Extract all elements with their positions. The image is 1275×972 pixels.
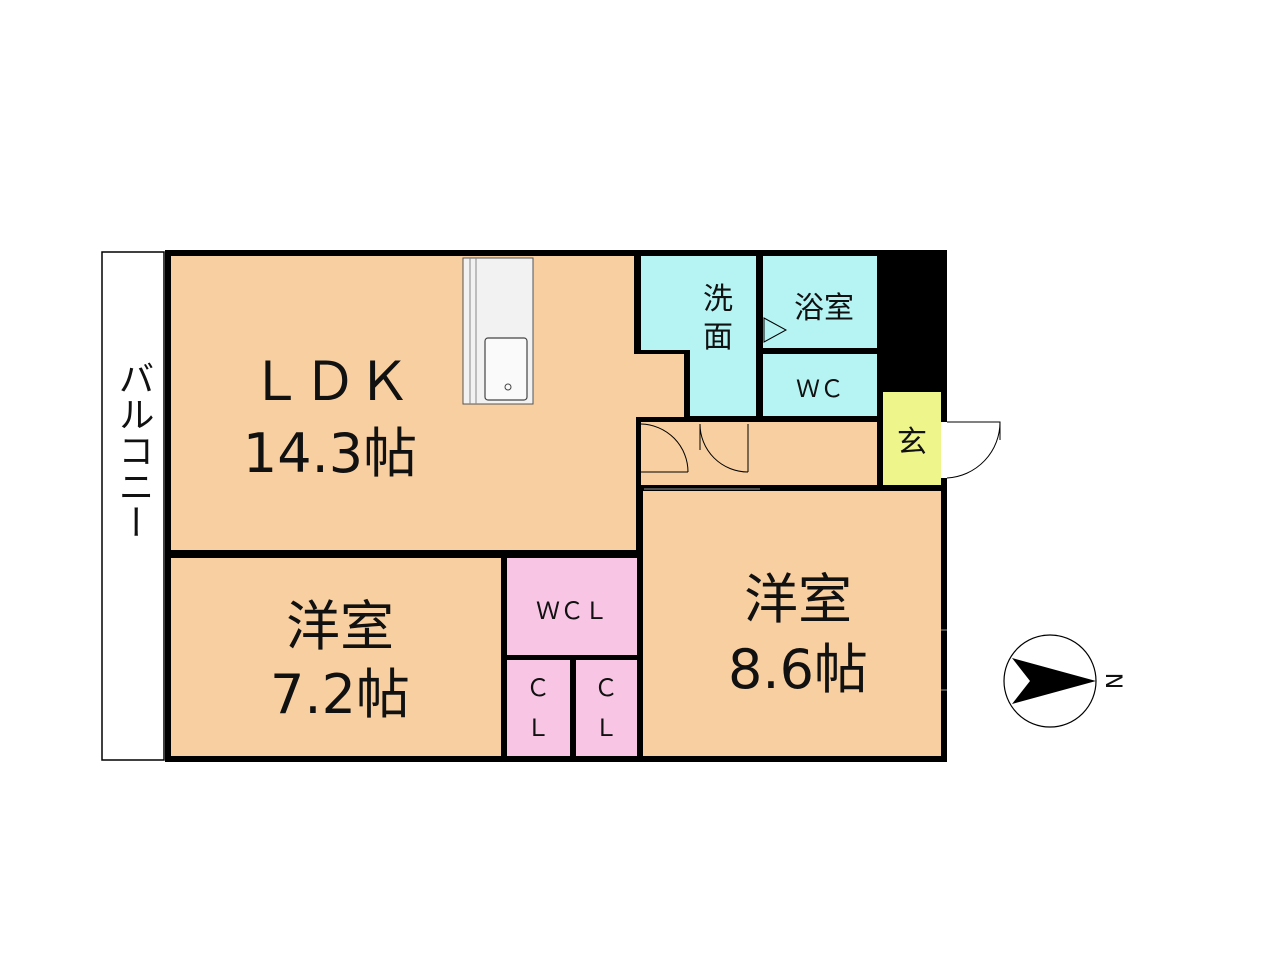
- ldk-name: ＬＤＫ: [249, 350, 411, 413]
- svg-text:洋室: 洋室: [286, 595, 394, 658]
- room-closet-1: [507, 660, 570, 756]
- western-right-name: 洋室: [744, 568, 852, 631]
- compass-north-label: N: [1100, 673, 1125, 689]
- room-wcl: [507, 558, 637, 655]
- room-closet-2: [576, 660, 637, 756]
- western-left-size: 7.2帖: [270, 663, 410, 726]
- svg-text:ＬＤＫ: ＬＤＫ: [249, 350, 411, 413]
- svg-text:ＷＣ: ＷＣ: [796, 375, 844, 403]
- room-toilet: [763, 354, 877, 416]
- svg-text:Ｃ: Ｃ: [526, 674, 550, 702]
- hallway: [641, 422, 877, 485]
- room-washroom: [641, 256, 756, 416]
- window-marks: [644, 488, 947, 691]
- western-left-name: 洋室: [286, 595, 394, 658]
- svg-text:7.2帖: 7.2帖: [270, 663, 410, 726]
- svg-text:面: 面: [703, 320, 733, 355]
- bathroom-label: 浴室: [794, 291, 854, 326]
- toilet-label: ＷＣ: [796, 375, 844, 403]
- svg-text:Ｌ: Ｌ: [594, 714, 618, 742]
- kitchen-counter: [462, 257, 534, 405]
- svg-text:Ｃ: Ｃ: [594, 674, 618, 702]
- entrance-label: 玄: [897, 425, 927, 460]
- balcony: [101, 251, 165, 761]
- svg-text:バルコニー: バルコニー: [113, 360, 154, 540]
- room-western-right: [643, 491, 941, 756]
- bath-door-marker: [763, 317, 788, 343]
- closet-2-label: Ｃ Ｌ: [594, 674, 618, 742]
- western-right-size: 8.6帖: [728, 638, 868, 701]
- svg-text:Ｌ: Ｌ: [526, 714, 550, 742]
- svg-text:14.3帖: 14.3帖: [243, 422, 417, 485]
- closet-1-label: Ｃ Ｌ: [526, 674, 550, 742]
- svg-text:洗: 洗: [703, 282, 733, 317]
- balcony-label: バルコニー: [113, 360, 154, 540]
- svg-text:浴室: 浴室: [794, 291, 854, 326]
- room-ldk: [171, 256, 684, 550]
- hallway-doors: [640, 423, 749, 473]
- svg-text:8.6帖: 8.6帖: [728, 638, 868, 701]
- ldk-size: 14.3帖: [243, 422, 417, 485]
- svg-text:N: N: [1100, 673, 1125, 689]
- svg-text:ＷＣＬ: ＷＣＬ: [536, 597, 608, 625]
- pipe-shaft: [883, 256, 941, 390]
- room-entrance: [883, 392, 941, 485]
- compass-arrow-icon: [1003, 634, 1097, 728]
- room-western-left: [171, 558, 501, 756]
- washroom-label: 洗 面: [703, 282, 733, 355]
- svg-text:玄: 玄: [897, 425, 927, 460]
- wcl-label: ＷＣＬ: [536, 597, 608, 625]
- entrance-door: [941, 421, 1001, 479]
- svg-text:洋室: 洋室: [744, 568, 852, 631]
